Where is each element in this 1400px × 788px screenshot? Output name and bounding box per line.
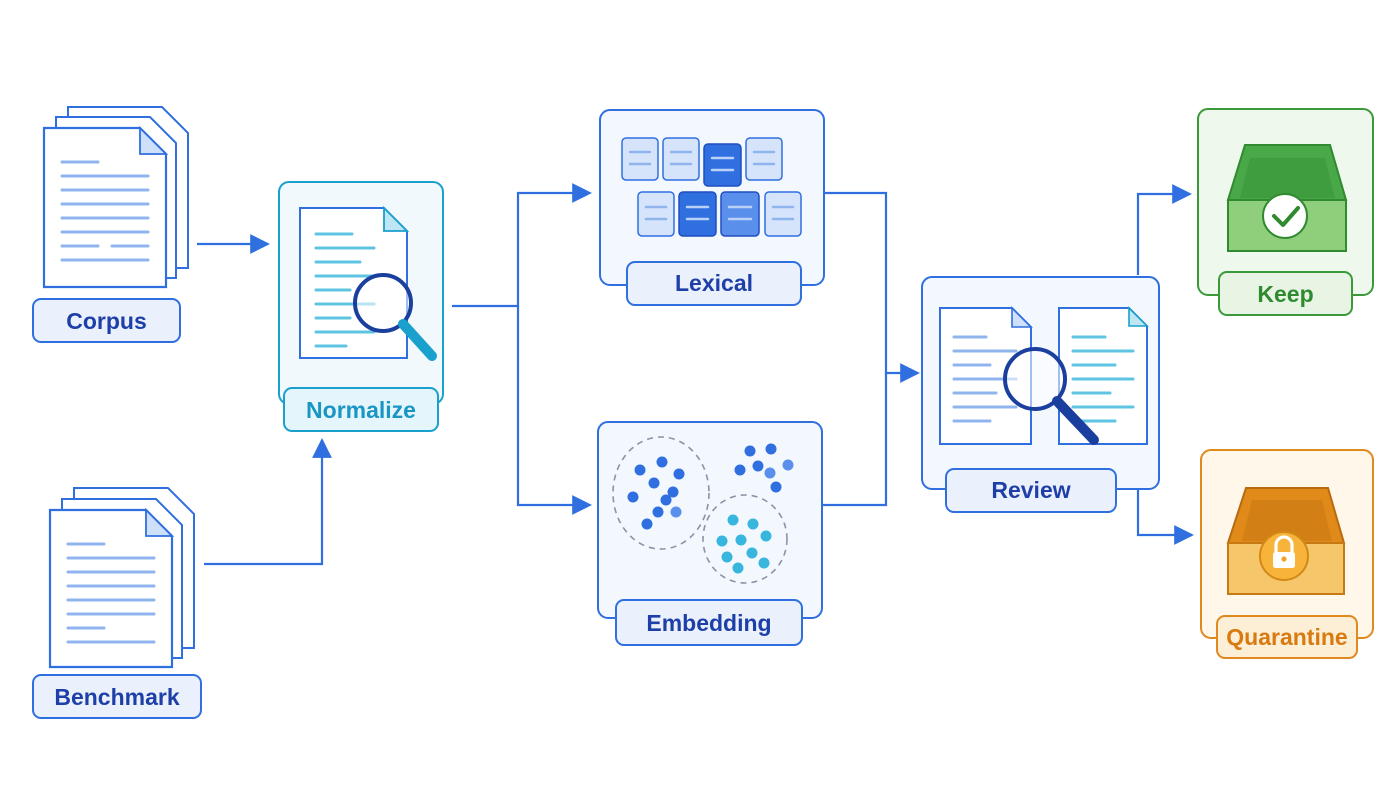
arrow-benchmark-to-normalize (204, 438, 332, 566)
lexical-label-box (626, 261, 802, 306)
quarantine-label: Quarantine (1226, 624, 1347, 650)
lexical-label: Lexical (675, 270, 753, 296)
normalize-label: Normalize (306, 397, 416, 423)
benchmark-document-stack-icon (48, 487, 195, 669)
embedding-label: Embedding (646, 610, 771, 636)
benchmark-node: Benchmark (32, 487, 202, 719)
arrow-review-to-quarantine (1136, 488, 1194, 545)
benchmark-label: Benchmark (54, 684, 179, 710)
corpus-node: Corpus (32, 106, 189, 343)
arrow-lexical-to-review (824, 191, 920, 383)
lexical-token-grid-icon (621, 137, 802, 237)
quarantine-tray-lock-icon (1226, 487, 1346, 595)
keep-label-box (1218, 271, 1353, 316)
quarantine-label-box (1216, 615, 1358, 659)
benchmark-label-box (32, 674, 202, 719)
review-node: Review (921, 276, 1160, 513)
keep-tray-check-icon (1226, 144, 1348, 252)
review-label: Review (991, 477, 1070, 503)
keep-node: Keep (1197, 108, 1374, 316)
quarantine-node: Quarantine (1200, 449, 1374, 659)
arrow-embedding-to-review (822, 373, 888, 507)
normalize-label-box (283, 387, 439, 432)
embedding-cluster-icon (612, 436, 794, 584)
embedding-label-box (615, 599, 803, 646)
corpus-label: Corpus (66, 308, 147, 334)
connectors (197, 183, 1194, 566)
normalize-document-magnifier-icon (299, 205, 437, 361)
corpus-document-stack-icon (42, 106, 189, 289)
review-compare-documents-icon (939, 306, 1149, 445)
arrow-normalize-to-lexical (452, 183, 592, 308)
arrow-review-to-keep (1136, 184, 1192, 275)
keep-label: Keep (1257, 281, 1313, 307)
arrow-normalize-to-embedding (516, 306, 592, 515)
embedding-panel (597, 421, 823, 619)
lexical-node: Lexical (599, 109, 825, 306)
corpus-label-box (32, 298, 181, 343)
normalize-node: Normalize (278, 181, 444, 432)
review-label-box (945, 468, 1117, 513)
embedding-node: Embedding (597, 421, 823, 646)
